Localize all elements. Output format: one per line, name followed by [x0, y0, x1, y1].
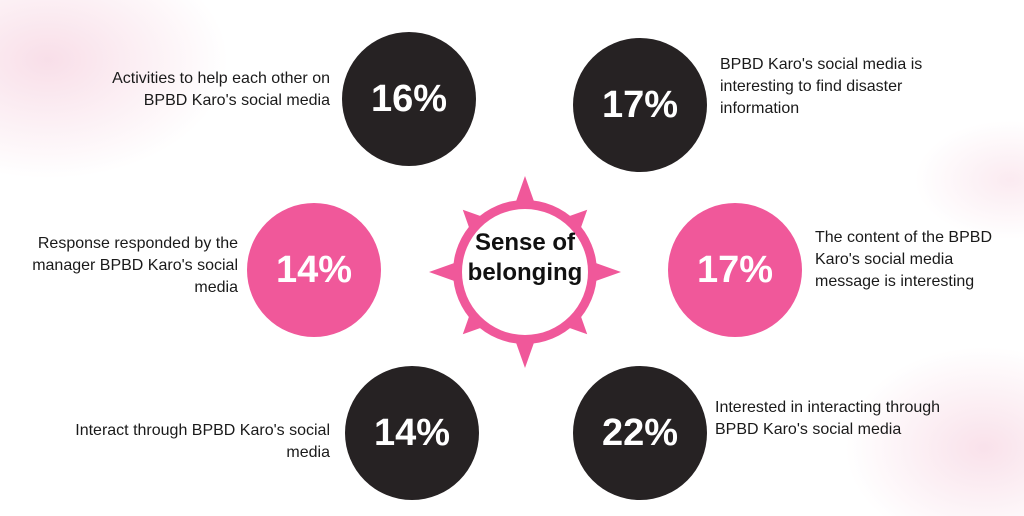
- percent-circle-1: 16%: [342, 32, 476, 166]
- background-wash-bottom-right: [844, 346, 1024, 516]
- percent-circle-3: 14%: [247, 203, 381, 337]
- background-wash-right: [914, 120, 1024, 240]
- hub-spike: [590, 261, 621, 283]
- item-label-5: Interact through BPBD Karo's social medi…: [75, 422, 330, 461]
- background-wash-top-left: [0, 0, 230, 180]
- percent-circle-2: 17%: [573, 38, 707, 172]
- item-label-6: Interested in interacting through BPBD K…: [715, 399, 941, 438]
- item-label-4: The content of the BPBD Karo's social me…: [815, 229, 992, 290]
- item-label-2: BPBD Karo's social media is interesting …: [720, 56, 923, 117]
- sunburst-hub-graphic: [429, 176, 621, 368]
- percent-circle-6: 22%: [573, 366, 707, 500]
- hub-spike: [514, 176, 536, 207]
- item-label-3: Response responded by the manager BPBD K…: [32, 235, 238, 296]
- hub-spike: [429, 261, 460, 283]
- percent-circle-4: 17%: [668, 203, 802, 337]
- hub-inner: [462, 209, 588, 335]
- percent-circle-5: 14%: [345, 366, 479, 500]
- item-label-1: Activities to help each other on BPBD Ka…: [112, 70, 330, 109]
- hub-spike: [514, 337, 536, 368]
- center-title: Sense of belonging: [467, 229, 583, 286]
